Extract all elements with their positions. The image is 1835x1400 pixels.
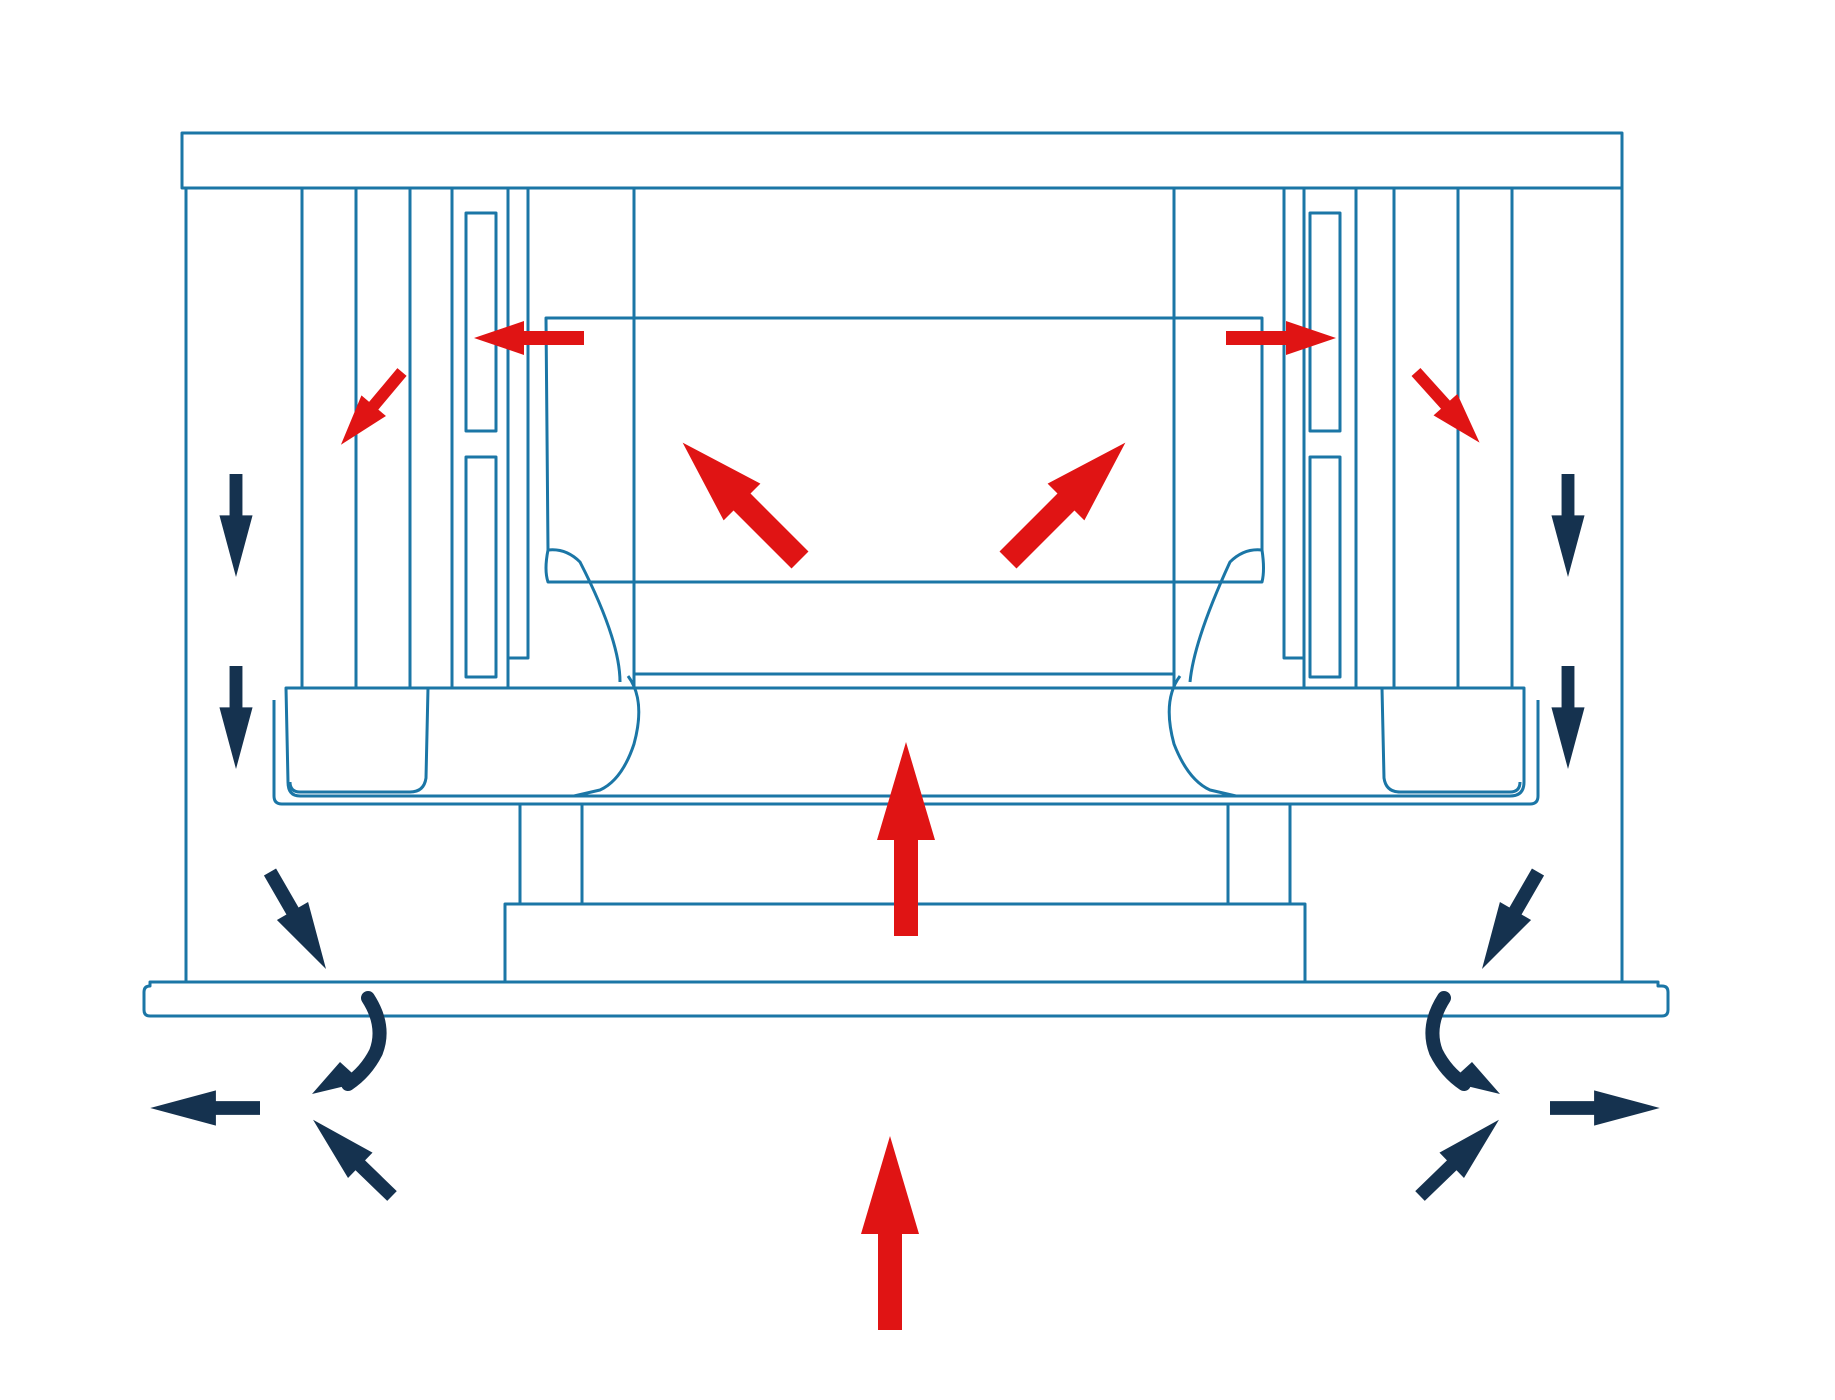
cool-air-arrow-right-down-2 <box>1551 666 1585 770</box>
curved-navy-arrow-icon-right <box>1425 991 1500 1094</box>
cool-air-arrow-left-down-2 <box>219 666 253 770</box>
hot-air-arrow-upper-left <box>664 424 819 579</box>
hot-air-flows <box>328 321 1492 1330</box>
inner-window <box>544 316 1265 683</box>
hot-air-arrow-side-right <box>1404 361 1492 454</box>
base-plate <box>142 980 1670 1018</box>
cool-air-arrow-right-diagonal <box>1466 863 1554 978</box>
curved-navy-arrow-icon-left <box>312 991 387 1094</box>
hot-air-arrow-bottom <box>861 1136 919 1330</box>
outer-housing <box>180 131 1624 982</box>
central-chamber <box>632 188 1176 690</box>
cool-air-arrow-right-in <box>1407 1107 1512 1209</box>
cool-air-arrow-left-in <box>300 1107 405 1209</box>
hot-air-arrow-center <box>877 742 935 936</box>
cool-air-arrow-left-down-1 <box>219 474 253 578</box>
cool-air-arrow-right-down-1 <box>1551 474 1585 578</box>
cool-air-arrow-left-diagonal <box>254 863 342 978</box>
hot-air-arrow-side-left <box>328 361 415 456</box>
hot-air-arrow-upper-right <box>989 424 1144 579</box>
left-column <box>300 188 530 688</box>
cool-air-arrow-right-out <box>1550 1090 1660 1126</box>
cool-air-flows <box>150 474 1660 1209</box>
right-column <box>1282 188 1514 688</box>
cool-air-arrow-left-out <box>150 1090 260 1126</box>
hot-air-arrow-top-right <box>1226 321 1336 355</box>
